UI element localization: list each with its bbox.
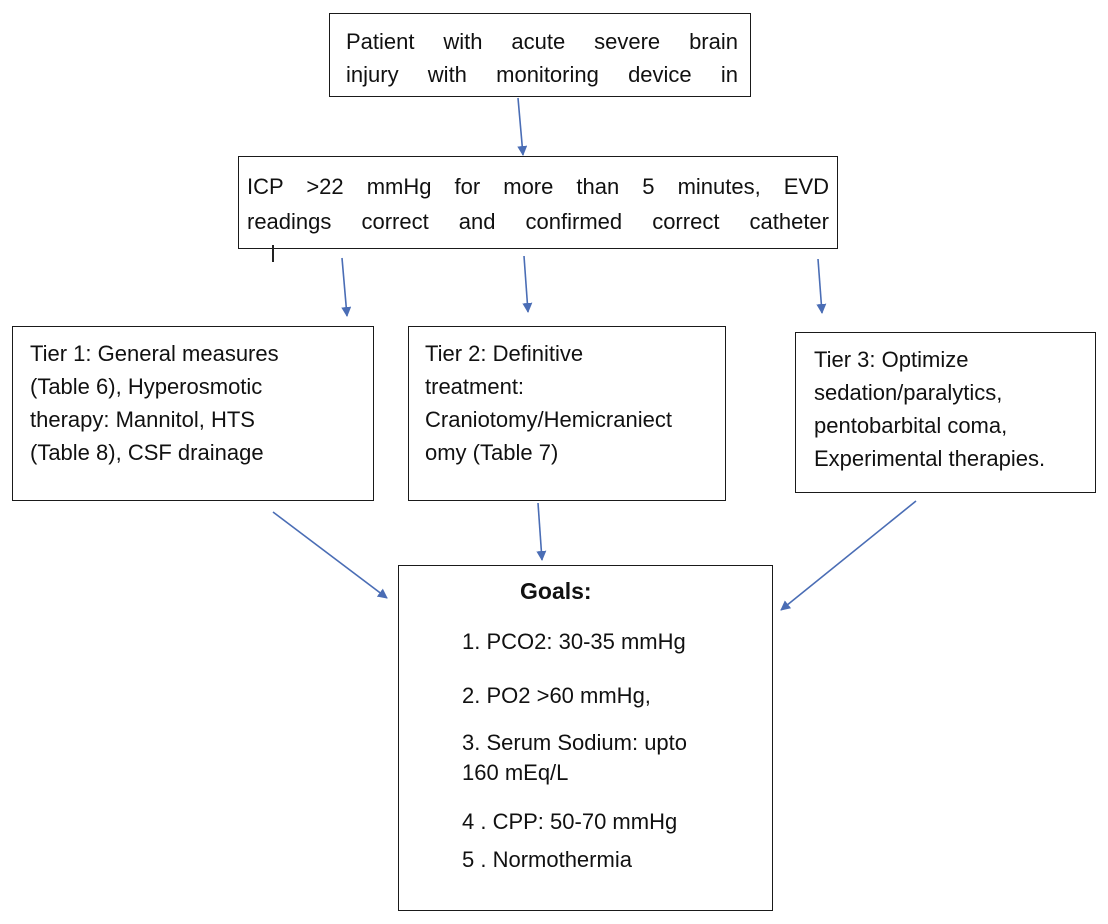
tier3-box: Tier 3: Optimize sedation/paralytics, pe… <box>795 332 1096 493</box>
goals-box: Goals: 1. PCO2: 30-35 mmHg 2. PO2 >60 mm… <box>398 565 773 911</box>
goal-item-sodium-cont: 160 mEq/L <box>462 760 569 785</box>
tier2-text-line-3: Craniotomy/Hemicraniect <box>425 407 672 432</box>
tier1-text-line-4: (Table 8), CSF drainage <box>30 440 264 465</box>
tier1-text-line-1: Tier 1: General measures <box>30 341 279 366</box>
arrow-icp-to-tier2 <box>522 255 533 313</box>
goal-item-pco2: 1. PCO2: 30-35 mmHg <box>462 629 686 654</box>
goal-item-normothermia: 5 . Normothermia <box>462 847 632 872</box>
tier2-text-line-1: Tier 2: Definitive <box>425 341 584 366</box>
icp-criteria-box: ICP >22 mmHg for more than 5 minutes, EV… <box>238 156 838 262</box>
tier1-box: Tier 1: General measures (Table 6), Hype… <box>12 326 374 501</box>
tier3-text-line-2: sedation/paralytics, <box>814 380 1003 405</box>
goal-item-po2: 2. PO2 >60 mmHg, <box>462 683 651 708</box>
arrow-tier2-to-goals <box>536 502 547 561</box>
tier3-text-line-3: pentobarbital coma, <box>814 413 1008 438</box>
arrow-patient-to-icp <box>517 97 528 156</box>
arrow-tier3-to-goals <box>780 500 917 611</box>
arrow-icp-to-tier1 <box>341 257 352 317</box>
goals-title: Goals: <box>520 578 592 604</box>
goal-item-sodium: 3. Serum Sodium: upto <box>462 730 688 755</box>
tier2-box: Tier 2: Definitive treatment: Craniotomy… <box>408 326 726 501</box>
tier2-text-line-4: omy (Table 7) <box>425 440 559 465</box>
icp-text-line-1: ICP >22 mmHg for more than 5 minutes, EV… <box>247 174 829 199</box>
arrow-icp-to-tier3 <box>816 258 827 314</box>
patient-text-line-2: injury with monitoring device in <box>346 62 738 87</box>
arrow-tier1-to-goals <box>272 511 388 599</box>
tier2-text-line-2: treatment: <box>425 374 525 399</box>
tier3-text-line-4: Experimental therapies. <box>814 446 1046 471</box>
icp-text-line-2: readings correct and confirmed correct c… <box>247 209 829 234</box>
patient-text-line-1: Patient with acute severe brain <box>346 29 738 54</box>
goal-item-cpp: 4 . CPP: 50-70 mmHg <box>462 809 678 834</box>
text-cursor-mark <box>272 245 274 262</box>
tier3-text-line-1: Tier 3: Optimize <box>814 347 969 372</box>
tier1-text-line-2: (Table 6), Hyperosmotic <box>30 374 263 399</box>
tier1-text-line-3: therapy: Mannitol, HTS <box>30 407 255 432</box>
patient-box: Patient with acute severe brain injury w… <box>329 13 751 97</box>
